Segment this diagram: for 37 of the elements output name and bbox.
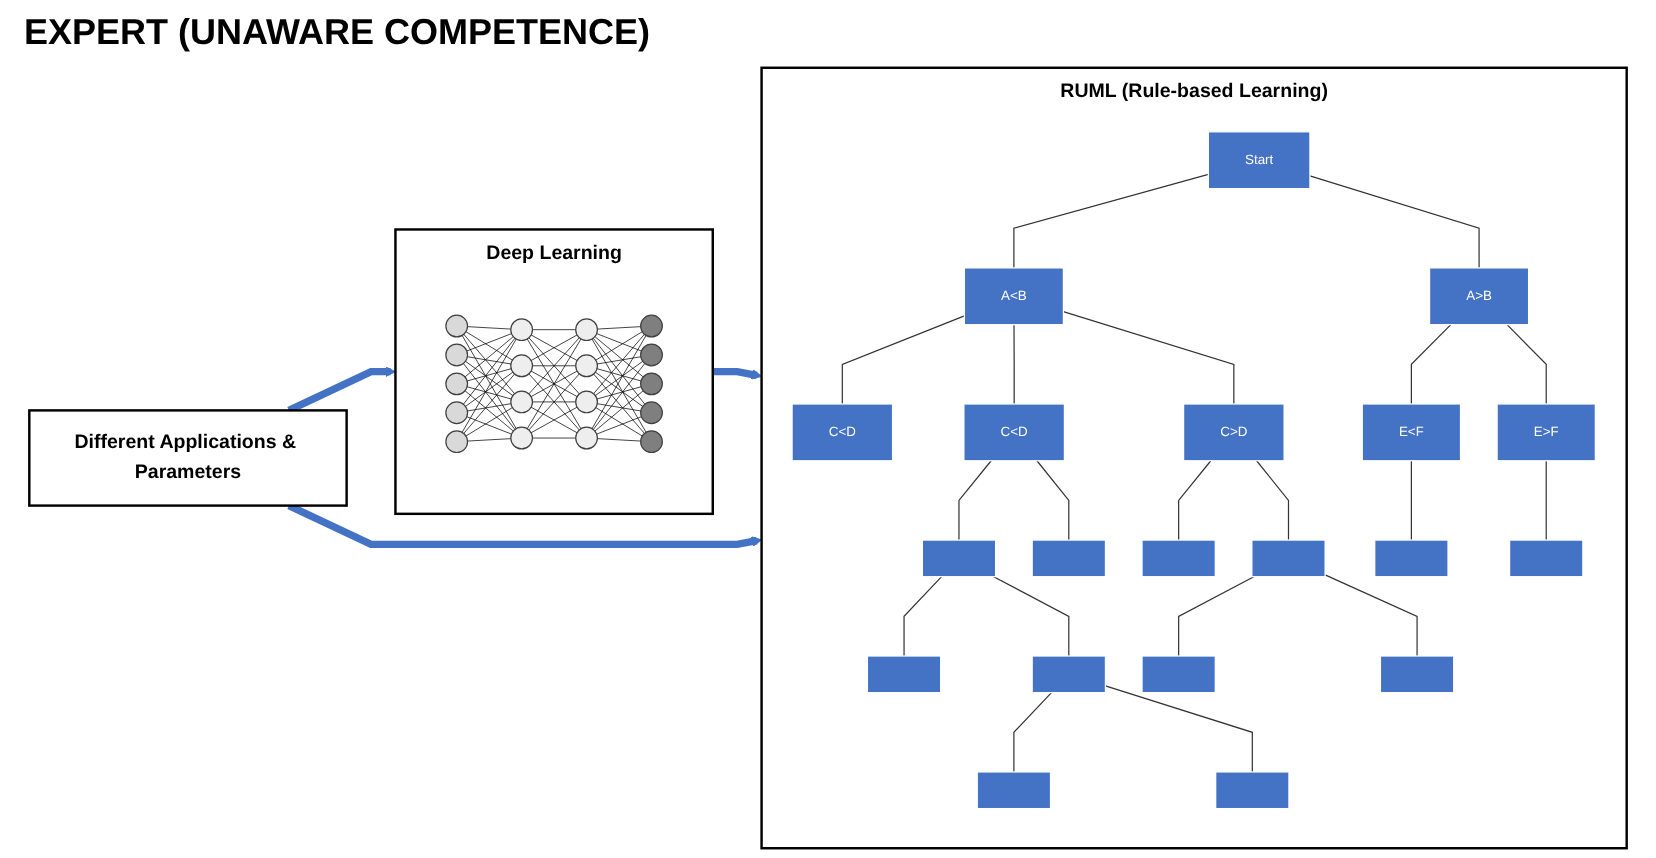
arrow <box>287 366 396 414</box>
node-box <box>1031 655 1107 694</box>
connector <box>1506 324 1547 405</box>
connector <box>1013 324 1015 405</box>
node-box <box>866 655 942 694</box>
connector <box>903 576 943 657</box>
node-box <box>1374 539 1449 578</box>
node-box <box>1215 771 1290 810</box>
connector <box>1324 574 1418 657</box>
diagram-title: EXPERT (UNAWARE COMPETENCE) <box>22 10 653 56</box>
node-box <box>1379 655 1455 694</box>
connector <box>993 576 1070 657</box>
connector <box>1013 692 1053 773</box>
node-box <box>1141 655 1216 694</box>
connector <box>958 460 992 541</box>
connector <box>1104 685 1253 773</box>
cluster: Deep Learning <box>394 228 714 516</box>
arrow <box>287 502 763 548</box>
connector <box>1178 576 1255 657</box>
node-box: Different Applications & Parameters <box>28 409 348 507</box>
node-box <box>1509 539 1584 578</box>
connector <box>1410 460 1412 541</box>
node-box <box>1251 539 1326 578</box>
connector <box>1178 460 1212 541</box>
node-box <box>976 771 1052 810</box>
node-box <box>921 539 997 578</box>
connector <box>1410 324 1452 405</box>
arrow <box>712 368 763 380</box>
connector <box>1256 460 1290 541</box>
connector <box>841 315 965 405</box>
node-box <box>1031 539 1107 578</box>
connector <box>1013 173 1209 269</box>
connector <box>1036 460 1070 541</box>
connector <box>1545 460 1547 541</box>
node-box <box>1141 539 1216 578</box>
connector <box>1309 175 1480 269</box>
connector <box>1062 311 1235 405</box>
